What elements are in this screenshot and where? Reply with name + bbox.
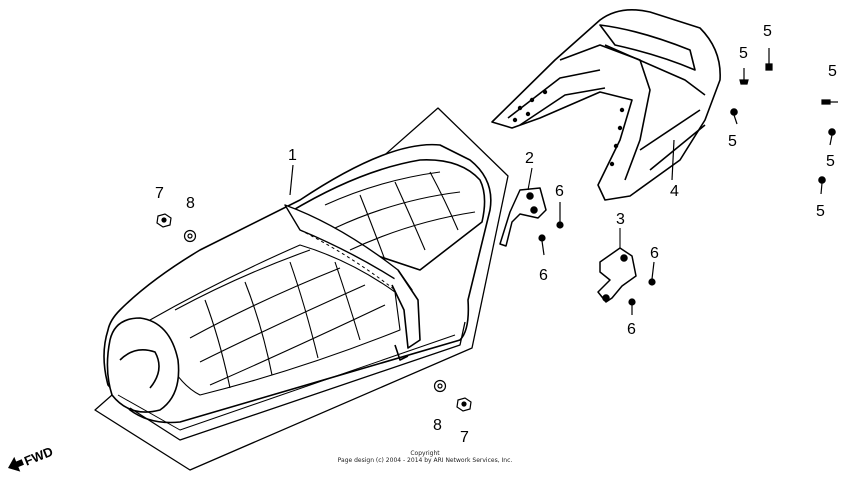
bolt-5-a	[765, 48, 773, 71]
callout-6-b: 6	[539, 267, 548, 284]
grab-rail-assembly	[491, 9, 721, 201]
seat-bracket-3	[597, 228, 637, 303]
nut-7-b	[456, 397, 472, 412]
callout-6-c: 6	[650, 245, 659, 262]
copyright-line-1: Copyright	[410, 450, 440, 457]
forward-arrow-icon	[8, 456, 24, 472]
callout-6-a: 6	[555, 183, 564, 200]
callout-labels: 1 2 3 4 5 5 5 5 5 5 6 6 6 6 7 7 8 8	[155, 23, 837, 446]
callout-4: 4	[670, 183, 679, 200]
copyright-line-2: Page design (c) 2004 - 2014 by ARI Netwo…	[337, 457, 513, 464]
callout-8-b: 8	[433, 417, 442, 434]
callout-5-d: 5	[828, 63, 837, 80]
seat-front-nose	[106, 317, 180, 413]
washer-8-b	[433, 379, 447, 393]
callout-5-f: 5	[816, 203, 825, 220]
callout-5-c: 5	[728, 133, 737, 150]
callout-5-b: 5	[739, 45, 748, 62]
callout-3: 3	[616, 211, 625, 228]
fasteners	[156, 48, 838, 412]
screw-6-c	[648, 261, 656, 286]
callout-2: 2	[525, 150, 534, 167]
bolt-5-b	[739, 68, 749, 85]
nut-7-a	[156, 213, 172, 228]
callout-1: 1	[288, 147, 297, 164]
screw-6-d	[628, 298, 636, 315]
seat-assembly	[94, 107, 509, 471]
seat-bracket-2	[499, 167, 547, 247]
bolt-5-e	[828, 128, 836, 146]
bolt-5-d	[821, 99, 838, 105]
callout-7-a: 7	[155, 185, 164, 202]
screw-6-a	[556, 202, 564, 229]
callout-7-b: 7	[460, 429, 469, 446]
bolt-5-c	[730, 108, 738, 125]
callout-8-a: 8	[186, 195, 195, 212]
callout-6-d: 6	[627, 321, 636, 338]
washer-8-a	[183, 229, 197, 243]
screw-6-b	[538, 234, 546, 256]
bolt-5-f	[818, 176, 826, 195]
callout-5-e: 5	[826, 153, 835, 170]
callout-5-a: 5	[763, 23, 772, 40]
